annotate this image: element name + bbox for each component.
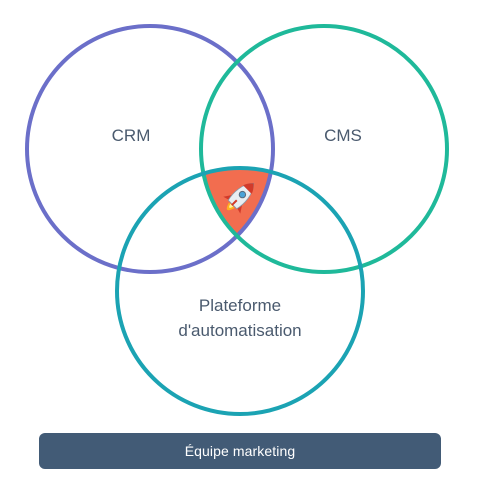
team-banner-label: Équipe marketing	[184, 443, 296, 459]
automation-label-line-1: Plateforme	[199, 296, 281, 315]
cms-label: CMS	[324, 126, 362, 145]
crm-label: CRM	[112, 126, 151, 145]
automation-label-line-2: d'automatisation	[178, 321, 301, 340]
automation-circle	[115, 166, 365, 416]
rocket-icon	[223, 182, 255, 214]
cms-circle	[199, 24, 449, 274]
team-banner: Équipe marketing	[39, 433, 441, 469]
crm-circle	[25, 24, 275, 274]
